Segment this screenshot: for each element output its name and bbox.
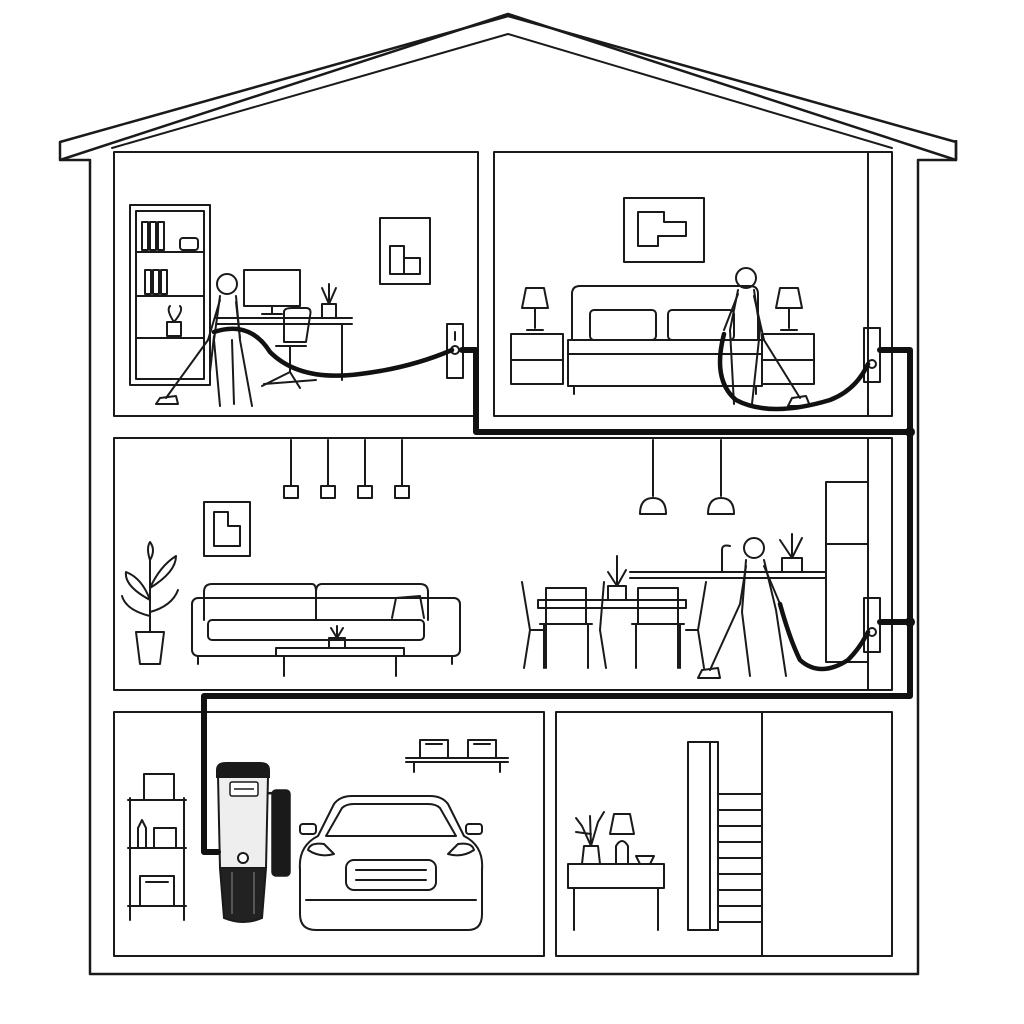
wall-picture (379, 217, 431, 285)
vacuum-hose (777, 601, 871, 672)
nightstand-left (510, 287, 564, 385)
wall-inlet (863, 597, 881, 653)
room-living-dining (113, 437, 893, 691)
pendant-lights (283, 439, 735, 515)
room-bedroom (493, 151, 893, 417)
sofa (191, 583, 461, 665)
dining-table (521, 555, 707, 669)
wall-shelf-boxes (405, 739, 509, 773)
room-home-office (113, 151, 479, 417)
coffee-table (275, 625, 405, 677)
nightstand-right (761, 287, 815, 385)
central-vacuum-piping (201, 347, 915, 855)
bed (567, 285, 763, 395)
room-garage (113, 711, 545, 957)
wall-picture (623, 197, 705, 263)
room-entry-stairs (555, 711, 893, 957)
potted-plant (121, 541, 179, 665)
car (298, 795, 484, 931)
person-vacuuming (155, 273, 253, 407)
house-outline (58, 12, 958, 976)
wall-picture (203, 501, 251, 557)
kitchen-counter (629, 481, 869, 663)
bookshelf (129, 204, 211, 386)
vacuum-hose (717, 331, 871, 412)
central-vacuum-unit (216, 762, 291, 923)
storage-rack (127, 773, 187, 921)
person-vacuuming (697, 537, 787, 679)
staircase (687, 711, 763, 957)
vacuum-hose (211, 326, 455, 378)
person-vacuuming (723, 267, 811, 407)
console-table (567, 811, 665, 931)
wall-inlet (863, 327, 881, 383)
